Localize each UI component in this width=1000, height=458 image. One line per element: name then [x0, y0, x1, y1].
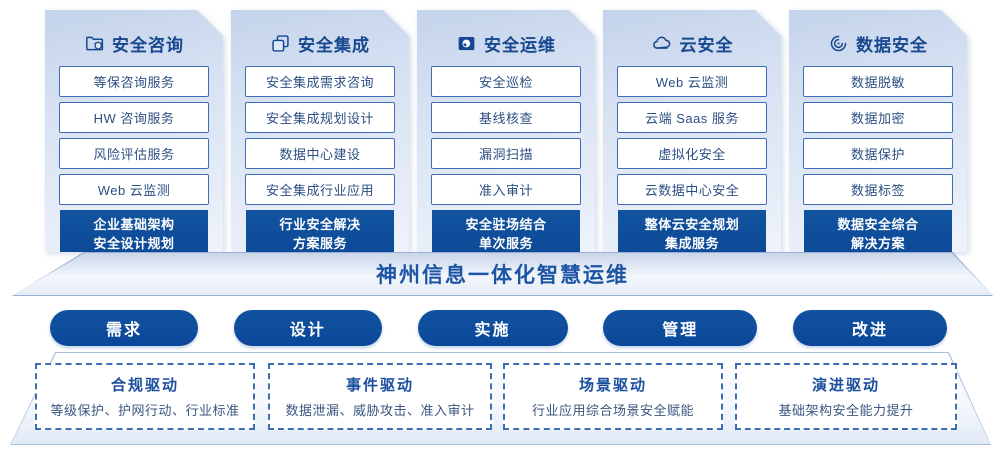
service-item: 安全集成需求咨询	[245, 66, 395, 97]
fingerprint-spiral-icon	[828, 33, 849, 54]
driver-desc: 行业应用综合场景安全赋能	[531, 403, 694, 418]
card-header: 安全集成	[231, 10, 409, 55]
card-cloud-security: 云安全 Web 云监测 云端 Saas 服务 虚拟化安全 云数据中心安全 整体云…	[603, 10, 781, 252]
service-item: 数据脱敏	[803, 66, 953, 97]
card-title: 安全运维	[484, 35, 556, 55]
driver-title: 场景驱动	[578, 377, 647, 394]
service-item: 安全集成规划设计	[245, 102, 395, 133]
pill-improvement: 改进	[793, 310, 947, 346]
service-item: Web 云监测	[59, 174, 209, 205]
cloud-icon	[651, 32, 673, 54]
driver-box-compliance: 合规驱动 等级保护、护网行动、行业标准	[35, 363, 255, 430]
pill-requirement: 需求	[50, 310, 198, 346]
card-title: 数据安全	[856, 35, 928, 55]
card-header: 云安全	[603, 10, 781, 55]
card-security-consulting: 安全咨询 等保咨询服务 HW 咨询服务 风险评估服务 Web 云监测 企业基础架…	[45, 10, 223, 252]
service-item: 安全集成行业应用	[245, 174, 395, 205]
card-header: 安全咨询	[45, 10, 223, 55]
service-item: 数据加密	[803, 102, 953, 133]
card-footer-box: 安全驻场结合 单次服务	[432, 210, 580, 260]
pill-implementation: 实施	[417, 310, 568, 346]
card-title: 安全集成	[298, 35, 370, 55]
card-security-operations: 安全运维 安全巡检 基线核查 漏洞扫描 准入审计 安全驻场结合 单次服务	[417, 10, 595, 252]
pill-management: 管理	[603, 310, 758, 346]
card-data-security: 数据安全 数据脱敏 数据加密 数据保护 数据标签 数据安全综合 解决方案	[789, 10, 967, 252]
service-item: 等保咨询服务	[59, 66, 209, 97]
driver-desc: 等级保护、护网行动、行业标准	[50, 403, 240, 418]
folder-shield-icon	[84, 33, 105, 54]
copy-documents-icon	[270, 33, 291, 54]
service-item: 数据保护	[803, 138, 953, 169]
card-title: 安全咨询	[112, 35, 184, 55]
driver-box-scenario: 场景驱动 行业应用综合场景安全赋能	[503, 363, 723, 430]
service-item: 虚拟化安全	[617, 138, 767, 169]
platform-banner-title: 神州信息一体化智慧运维	[376, 264, 629, 287]
driver-desc: 基础架构安全能力提升	[778, 403, 914, 418]
card-header: 安全运维	[417, 10, 595, 55]
driver-box-evolution: 演进驱动 基础架构安全能力提升	[735, 363, 957, 430]
driver-box-incident: 事件驱动 数据泄漏、威胁攻击、准入审计	[268, 363, 492, 430]
driver-title: 合规驱动	[110, 377, 179, 394]
card-title: 云安全	[679, 35, 734, 55]
service-item: 基线核查	[431, 102, 581, 133]
process-pill-row: 需求 设计 实施 管理 改进	[50, 310, 947, 346]
service-item: 风险评估服务	[59, 138, 209, 169]
driver-title: 演进驱动	[811, 377, 880, 394]
service-item: 数据标签	[803, 174, 953, 205]
service-item: 云数据中心安全	[617, 174, 767, 205]
folder-clock-icon	[456, 33, 477, 54]
service-item: Web 云监测	[617, 66, 767, 97]
service-item: 安全巡检	[431, 66, 581, 97]
service-item: 漏洞扫描	[431, 138, 581, 169]
service-item: 准入审计	[431, 174, 581, 205]
card-footer-box: 整体云安全规划 集成服务	[618, 210, 766, 260]
pill-design: 设计	[233, 310, 382, 346]
card-footer-box: 企业基础架构 安全设计规划	[60, 210, 208, 260]
driver-desc: 数据泄漏、威胁攻击、准入审计	[285, 403, 475, 418]
service-item: 云端 Saas 服务	[617, 102, 767, 133]
service-item: 数据中心建设	[245, 138, 395, 169]
driver-title: 事件驱动	[345, 377, 414, 394]
card-header: 数据安全	[789, 10, 967, 55]
platform-banner: 神州信息一体化智慧运维	[12, 252, 993, 296]
card-footer-box: 行业安全解决 方案服务	[246, 210, 394, 260]
service-item: HW 咨询服务	[59, 102, 209, 133]
card-footer-box: 数据安全综合 解决方案	[804, 210, 952, 260]
card-security-integration: 安全集成 安全集成需求咨询 安全集成规划设计 数据中心建设 安全集成行业应用 行…	[231, 10, 409, 252]
